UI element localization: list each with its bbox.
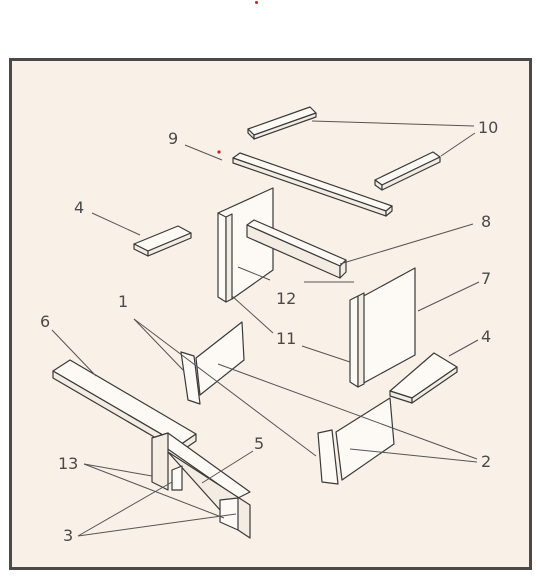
- leader-10a: [311, 120, 475, 127]
- leader-2b: [349, 448, 478, 463]
- part-2-bracket: [317, 397, 395, 485]
- leader-13a: [83, 463, 153, 477]
- leader-4a: [91, 212, 141, 236]
- leader-7: [417, 281, 480, 312]
- label-10: 10: [478, 118, 498, 137]
- marker-dot: [255, 1, 258, 4]
- label-6: 6: [40, 312, 50, 331]
- leader-5: [201, 450, 254, 484]
- label-11: 11: [276, 329, 296, 348]
- part-7-panel: [349, 267, 416, 388]
- label-3: 3: [63, 526, 73, 545]
- leader-9: [184, 144, 223, 161]
- label-5: 5: [254, 434, 264, 453]
- leader-3b: [77, 513, 237, 537]
- diagram-frame: [9, 58, 532, 570]
- marker-dot-small: [217, 150, 221, 154]
- leader-11b: [301, 345, 351, 363]
- leader-8: [339, 223, 474, 265]
- leader-1a: [133, 318, 185, 372]
- part-9-beam: [232, 152, 393, 217]
- label-9: 9: [168, 129, 178, 148]
- leader-6: [51, 329, 97, 377]
- label-13: 13: [58, 454, 78, 473]
- leader-10b: [440, 132, 476, 157]
- part-10-right: [374, 151, 441, 191]
- label-7: 7: [481, 269, 491, 288]
- part-11-panel: [217, 187, 274, 303]
- label-4-left: 4: [74, 198, 84, 217]
- part-10-top: [247, 106, 317, 140]
- leader-12a: [237, 266, 271, 281]
- leader-2a: [217, 363, 478, 460]
- label-1: 1: [118, 292, 128, 311]
- label-2: 2: [481, 452, 491, 471]
- leader-11: [231, 295, 274, 334]
- leader-3a: [77, 481, 173, 537]
- leader-4b: [448, 339, 479, 357]
- part-4-right: [389, 352, 458, 404]
- label-4-right: 4: [481, 327, 491, 346]
- part-8-bar: [246, 219, 347, 279]
- leader-13b: [83, 463, 225, 519]
- part-1-bracket: [180, 321, 245, 405]
- label-8: 8: [481, 212, 491, 231]
- part-4-left: [133, 225, 192, 257]
- leader-1b: [133, 318, 317, 457]
- label-12: 12: [276, 289, 296, 308]
